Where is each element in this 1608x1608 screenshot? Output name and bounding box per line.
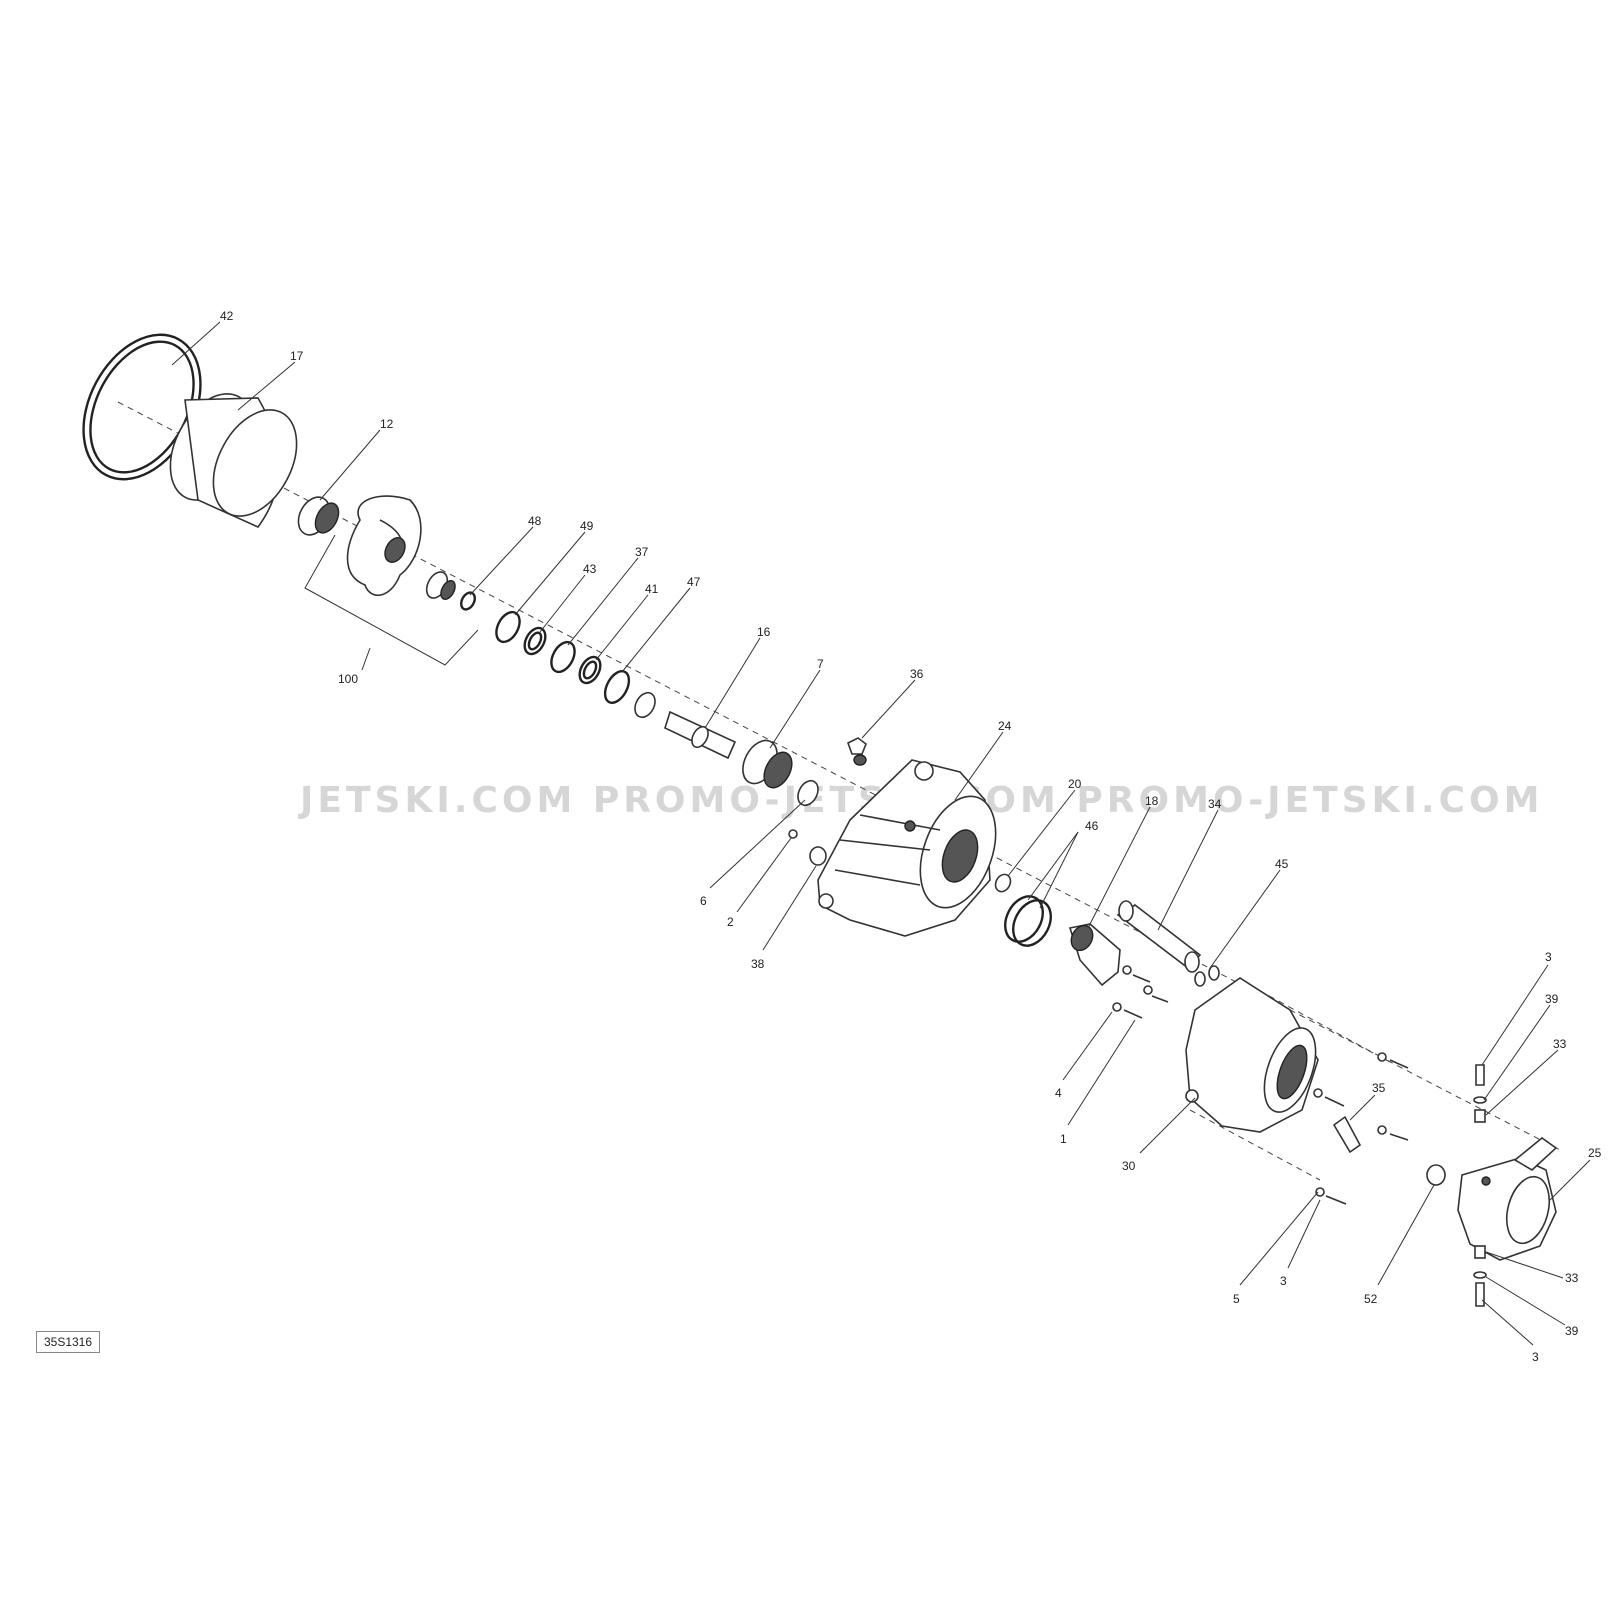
callout-35: 35 bbox=[1372, 1081, 1386, 1095]
center-axis bbox=[117, 401, 1561, 1151]
callout-36: 36 bbox=[910, 667, 924, 681]
part-spacer bbox=[634, 691, 656, 719]
reference-code: 35S1316 bbox=[43, 1335, 93, 1349]
part-37-ring bbox=[550, 640, 576, 674]
part-49-circlip bbox=[495, 610, 521, 644]
part-43-seal bbox=[523, 626, 547, 656]
callout-24: 24 bbox=[998, 719, 1012, 733]
callout-45: 45 bbox=[1275, 857, 1289, 871]
part-impeller bbox=[346, 495, 422, 596]
part-30-venturi bbox=[1185, 977, 1319, 1133]
part-7-bearing bbox=[742, 739, 793, 789]
part-41-seal bbox=[578, 655, 602, 685]
callout-25: 25 bbox=[1588, 1146, 1602, 1160]
callout-20: 20 bbox=[1068, 777, 1082, 791]
callout-30: 30 bbox=[1122, 1159, 1136, 1173]
part-sleeve bbox=[425, 571, 456, 600]
callout-1: 1 bbox=[1060, 1132, 1067, 1146]
callout-41: 41 bbox=[645, 582, 659, 596]
callout-37: 37 bbox=[635, 545, 649, 559]
part-2-screw bbox=[788, 829, 798, 839]
part-12-cap bbox=[297, 496, 340, 536]
callout-47: 47 bbox=[687, 575, 701, 589]
part-18-cone bbox=[1068, 923, 1121, 987]
part-17-wear-ring-liner bbox=[169, 393, 298, 528]
callout-6: 6 bbox=[700, 894, 707, 908]
callout-2: 2 bbox=[727, 915, 734, 929]
reference-code-box: 35S1316 bbox=[36, 1331, 100, 1353]
part-16-shaft bbox=[664, 710, 737, 760]
callout-16: 16 bbox=[757, 625, 771, 639]
callout-42: 42 bbox=[220, 309, 234, 323]
callout-3-bottom: 3 bbox=[1532, 1350, 1539, 1364]
part-hardware-set-1 bbox=[1112, 965, 1220, 1019]
part-hardware-set-2 bbox=[1313, 1052, 1409, 1205]
callout-43: 43 bbox=[583, 562, 597, 576]
nozzle-axis-lower bbox=[1189, 1109, 1321, 1181]
callout-4: 4 bbox=[1055, 1086, 1062, 1100]
callout-46: 46 bbox=[1085, 819, 1099, 833]
callout-33-top: 33 bbox=[1553, 1037, 1567, 1051]
part-48-o-ring bbox=[460, 591, 476, 611]
callout-3-top: 3 bbox=[1545, 950, 1552, 964]
callout-7: 7 bbox=[817, 657, 824, 671]
callout-52: 52 bbox=[1364, 1292, 1378, 1306]
callout-12: 12 bbox=[380, 417, 394, 431]
part-24-pump-housing bbox=[817, 759, 997, 937]
callout-5: 5 bbox=[1233, 1292, 1240, 1306]
callout-49: 49 bbox=[580, 519, 594, 533]
part-20-bushing bbox=[994, 873, 1012, 893]
callout-48: 48 bbox=[528, 514, 542, 528]
part-nozzle-bolt-top bbox=[1473, 1064, 1487, 1123]
callout-17: 17 bbox=[290, 349, 304, 363]
callout-100: 100 bbox=[338, 672, 358, 686]
callout-3-mid: 3 bbox=[1280, 1274, 1287, 1288]
part-36-plug bbox=[847, 737, 867, 766]
part-nozzle-bolt-bottom bbox=[1473, 1245, 1487, 1307]
callout-34: 34 bbox=[1208, 797, 1222, 811]
callouts: 42 17 12 100 48 49 43 37 41 47 16 7 bbox=[171, 309, 1602, 1364]
part-52-bushing bbox=[1426, 1164, 1446, 1186]
callout-39-bottom: 39 bbox=[1565, 1324, 1579, 1338]
part-6-sleeve bbox=[797, 779, 819, 807]
callout-33-bottom: 33 bbox=[1565, 1271, 1579, 1285]
part-47-o-ring bbox=[603, 670, 631, 704]
part-34-bar bbox=[1116, 900, 1202, 973]
part-25-nozzle bbox=[1457, 1136, 1558, 1261]
callout-39-top: 39 bbox=[1545, 992, 1559, 1006]
callout-18: 18 bbox=[1145, 794, 1159, 808]
callout-38: 38 bbox=[751, 957, 765, 971]
part-38-plug bbox=[809, 846, 827, 866]
